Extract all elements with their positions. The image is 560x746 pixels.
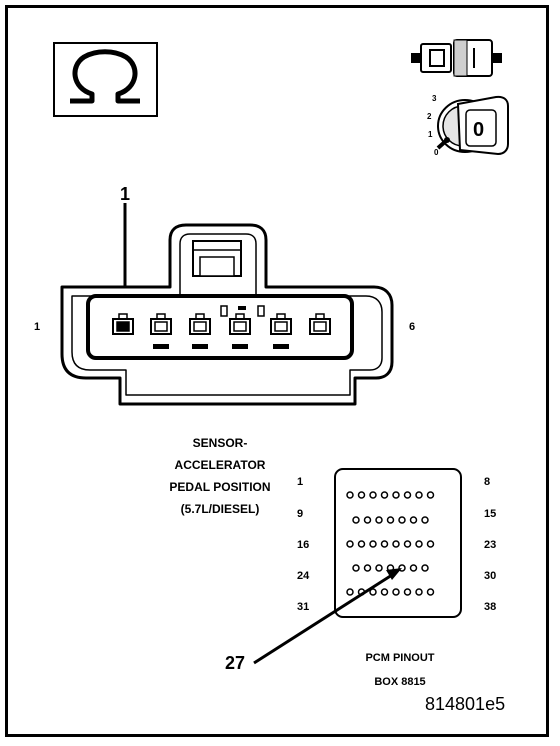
pcm-title: PCM PINOUT BOX 8815 — [340, 646, 460, 694]
ignition-position-label: 2 — [427, 112, 432, 121]
terminal-cavity — [150, 313, 172, 335]
pcm-row-end-label: 23 — [484, 539, 497, 551]
pcm-pin-hole — [352, 516, 360, 524]
pcm-row-start-label: 1 — [297, 476, 304, 488]
keyway-mark — [273, 344, 289, 349]
pcm-pin-hole — [426, 540, 435, 548]
pcm-pin-hole — [403, 491, 412, 499]
pcm-pin-hole — [415, 588, 423, 596]
pin27-callout-arrow — [253, 568, 402, 665]
pcm-pin-hole — [346, 588, 354, 596]
pcm-pin-hole — [380, 588, 389, 596]
connector-title-line: SENSOR- — [192, 436, 248, 450]
connector-right-pin-label: 6 — [409, 321, 416, 333]
pcm-row-start-label: 24 — [297, 570, 310, 582]
terminal-cavity — [189, 313, 211, 335]
terminal-cavity — [270, 313, 292, 335]
pcm-title-line: BOX 8815 — [374, 676, 426, 688]
pcm-pin-hole — [357, 540, 366, 548]
pcm-pin-hole — [392, 540, 400, 548]
pcm-pin-hole — [392, 491, 400, 499]
pin27-callout-label: 27 — [225, 653, 246, 673]
keyway-mark — [192, 344, 208, 349]
pcm-pin-hole — [415, 540, 423, 548]
pcm-pin-hole — [346, 540, 354, 548]
connector-face — [60, 223, 394, 406]
pcm-pin-hole — [363, 516, 372, 524]
terminal-cavity — [229, 313, 251, 335]
keyway-mark — [153, 344, 169, 349]
pcm-pin-hole — [357, 491, 366, 499]
pcm-pin-hole — [369, 491, 377, 499]
terminal-cavity — [112, 313, 134, 335]
pcm-pin-hole — [380, 540, 389, 548]
pcm-pin-hole — [369, 588, 377, 596]
pcm-pin-hole — [392, 588, 400, 596]
pcm-pin-hole — [369, 540, 377, 548]
pcm-pin-hole — [398, 516, 406, 524]
connector-left-pin-label: 1 — [34, 321, 41, 333]
pcm-title-line: PCM PINOUT — [365, 652, 435, 664]
ignition-position-label: 1 — [428, 130, 433, 139]
pcm-pin-hole — [375, 516, 383, 524]
keyway-mark — [232, 344, 248, 349]
pcm-pin-hole — [386, 516, 395, 524]
pcm-row-end-label: 8 — [484, 476, 491, 488]
terminal-cavity — [309, 313, 331, 335]
pcm-pin-hole — [352, 564, 360, 572]
figure-frame — [5, 5, 549, 737]
pcm-pin-hole — [426, 588, 435, 596]
pcm-row-start-label: 9 — [297, 508, 304, 520]
pcm-pin-hole — [421, 564, 429, 572]
pcm-pin-hole — [409, 516, 418, 524]
pcm-pin-hole — [415, 491, 423, 499]
pcm-row-end-label: 38 — [484, 601, 497, 613]
pcm-pin-hole — [421, 516, 429, 524]
connector-title: SENSOR- ACCELERATOR PEDAL POSITION (5.7L… — [140, 432, 300, 520]
figure-id: 814801e5 — [425, 694, 506, 714]
pcm-row-end-label: 30 — [484, 570, 497, 582]
ignition-position-label: 0 — [434, 148, 439, 157]
pcm-pin-hole — [380, 491, 389, 499]
connector-title-line: PEDAL POSITION — [169, 480, 271, 494]
omega-symbol-icon — [53, 42, 158, 117]
pcm-row-start-label: 16 — [297, 539, 310, 551]
ignition-key-icon — [436, 95, 509, 156]
pcm-pin-hole — [403, 540, 412, 548]
key-label: 0 — [473, 119, 484, 141]
connector-title-line: (5.7L/DIESEL) — [180, 502, 260, 516]
pcm-row-end-label: 15 — [484, 508, 497, 520]
pcm-pin-hole — [426, 491, 435, 499]
pcm-pin-hole — [375, 564, 383, 572]
connector-title-line: ACCELERATOR — [174, 458, 266, 472]
pin1-callout-label: 1 — [120, 184, 131, 204]
pcm-pin-hole — [403, 588, 412, 596]
ignition-position-label: 3 — [432, 94, 437, 103]
pcm-pin-hole — [346, 491, 354, 499]
pcm-pin-hole — [409, 564, 418, 572]
pcm-pin-hole — [363, 564, 372, 572]
pcm-row-start-label: 31 — [297, 601, 310, 613]
connector-plug-icon — [411, 39, 502, 77]
